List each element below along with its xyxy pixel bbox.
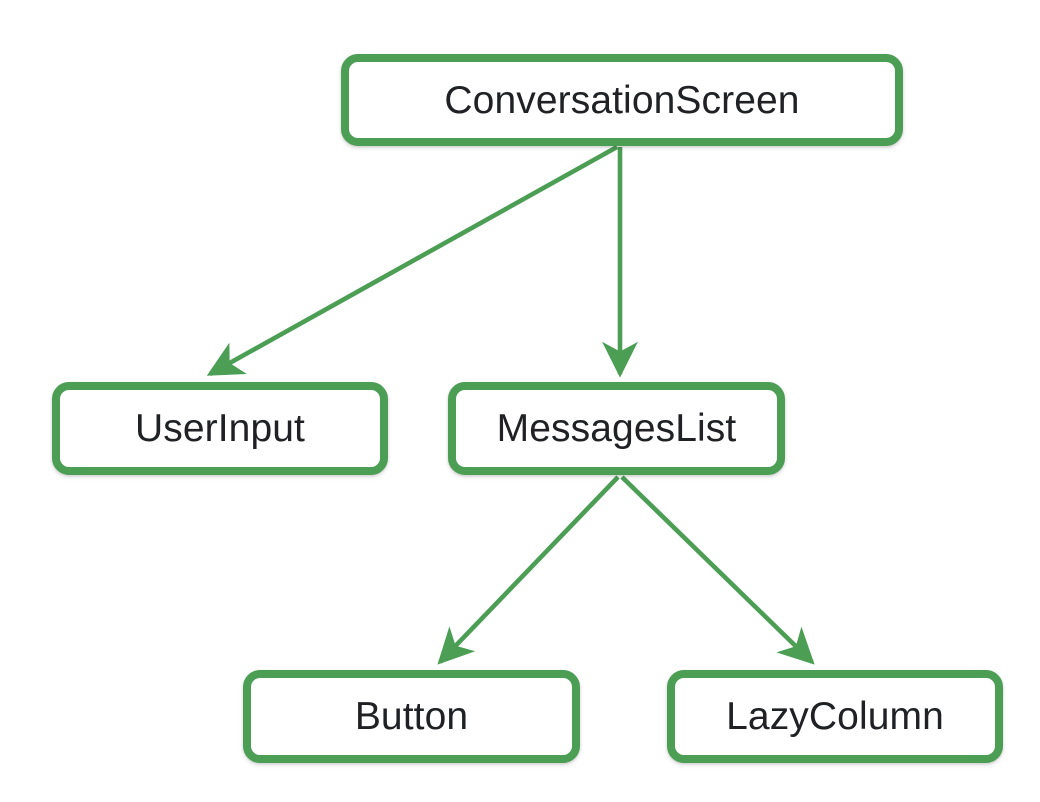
node-messageslist[interactable]: MessagesList [448,382,785,475]
node-conversationscreen[interactable]: ConversationScreen [341,54,903,146]
node-lazycolumn[interactable]: LazyColumn [667,670,1003,763]
node-label-lazycolumn: LazyColumn [726,695,944,738]
node-label-userinput: UserInput [135,407,305,450]
edge-messageslist-to-button [437,475,620,665]
node-label-button: Button [354,695,469,738]
node-button[interactable]: Button [243,670,580,763]
node-userinput[interactable]: UserInput [52,382,388,475]
edge-conversationscreen-to-userinput [206,144,619,377]
node-label-messageslist: MessagesList [496,407,737,450]
edge-messageslist-to-lazycolumn [620,475,815,665]
node-label-conversationscreen: ConversationScreen [444,78,800,122]
